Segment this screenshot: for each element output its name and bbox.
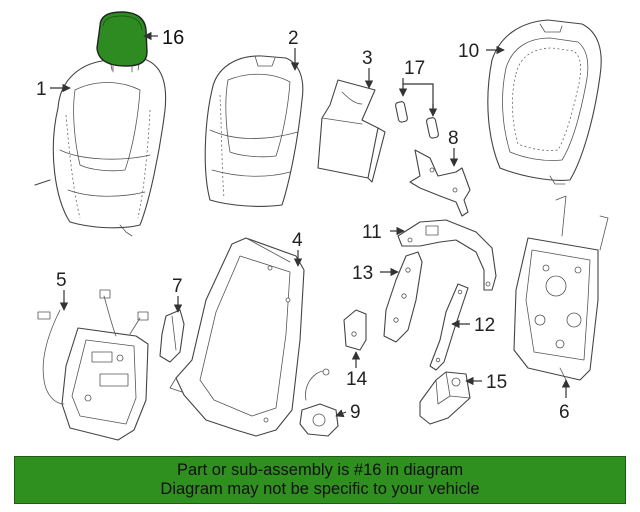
callout-2: 2 — [288, 28, 299, 49]
callout-6: 6 — [559, 402, 570, 423]
part-13-side-bracket[interactable] — [383, 251, 423, 343]
callout-5: 5 — [56, 270, 67, 291]
part-16-headrest[interactable] — [96, 11, 148, 73]
part-1-seat-back-cover[interactable] — [34, 57, 167, 237]
callout-3: 3 — [362, 48, 373, 69]
leader-lines — [50, 31, 571, 418]
part-7-cover[interactable] — [159, 309, 185, 363]
callout-11: 11 — [362, 222, 382, 243]
callout-15: 15 — [486, 372, 507, 393]
fitment-banner: Part or sub-assembly is #16 in diagram D… — [14, 456, 626, 504]
callout-4: 4 — [292, 230, 303, 251]
part-5-lower-frame[interactable] — [37, 289, 149, 441]
part-10-back-panel[interactable] — [487, 19, 602, 185]
callout-14: 14 — [346, 369, 368, 390]
part-8-bracket[interactable] — [409, 149, 471, 217]
part-6-right-frame[interactable] — [513, 195, 609, 381]
part-15-lower-block[interactable] — [419, 371, 471, 425]
banner-line-2: Diagram may not be specific to your vehi… — [160, 480, 480, 498]
parts-diagram: 1 2 3 4 5 6 7 8 9 10 11 12 13 14 15 16 1… — [34, 11, 609, 441]
callout-7: 7 — [172, 276, 183, 297]
part-9-plate[interactable] — [299, 368, 339, 437]
callout-8: 8 — [448, 128, 459, 149]
callout-10: 10 — [458, 41, 479, 62]
part-4-back-frame[interactable] — [169, 237, 305, 437]
part-17-clips[interactable] — [395, 101, 439, 139]
part-2-seat-back-cushion[interactable] — [204, 55, 304, 207]
banner-line-1: Part or sub-assembly is #16 in diagram — [176, 461, 464, 479]
part-3-pad[interactable] — [317, 79, 386, 183]
callout-labels: 1 2 3 4 5 6 7 8 9 10 11 12 13 14 15 16 1… — [36, 27, 570, 423]
part-12-long-bracket[interactable] — [429, 283, 469, 371]
callout-17: 17 — [404, 58, 425, 79]
callout-13: 13 — [352, 263, 373, 284]
part-14-small-bracket[interactable] — [343, 309, 367, 351]
callout-9: 9 — [350, 402, 361, 423]
callout-1: 1 — [36, 79, 47, 100]
callout-12: 12 — [474, 315, 495, 336]
callout-16: 16 — [162, 27, 184, 49]
part-11-upper-bar[interactable] — [397, 219, 497, 291]
